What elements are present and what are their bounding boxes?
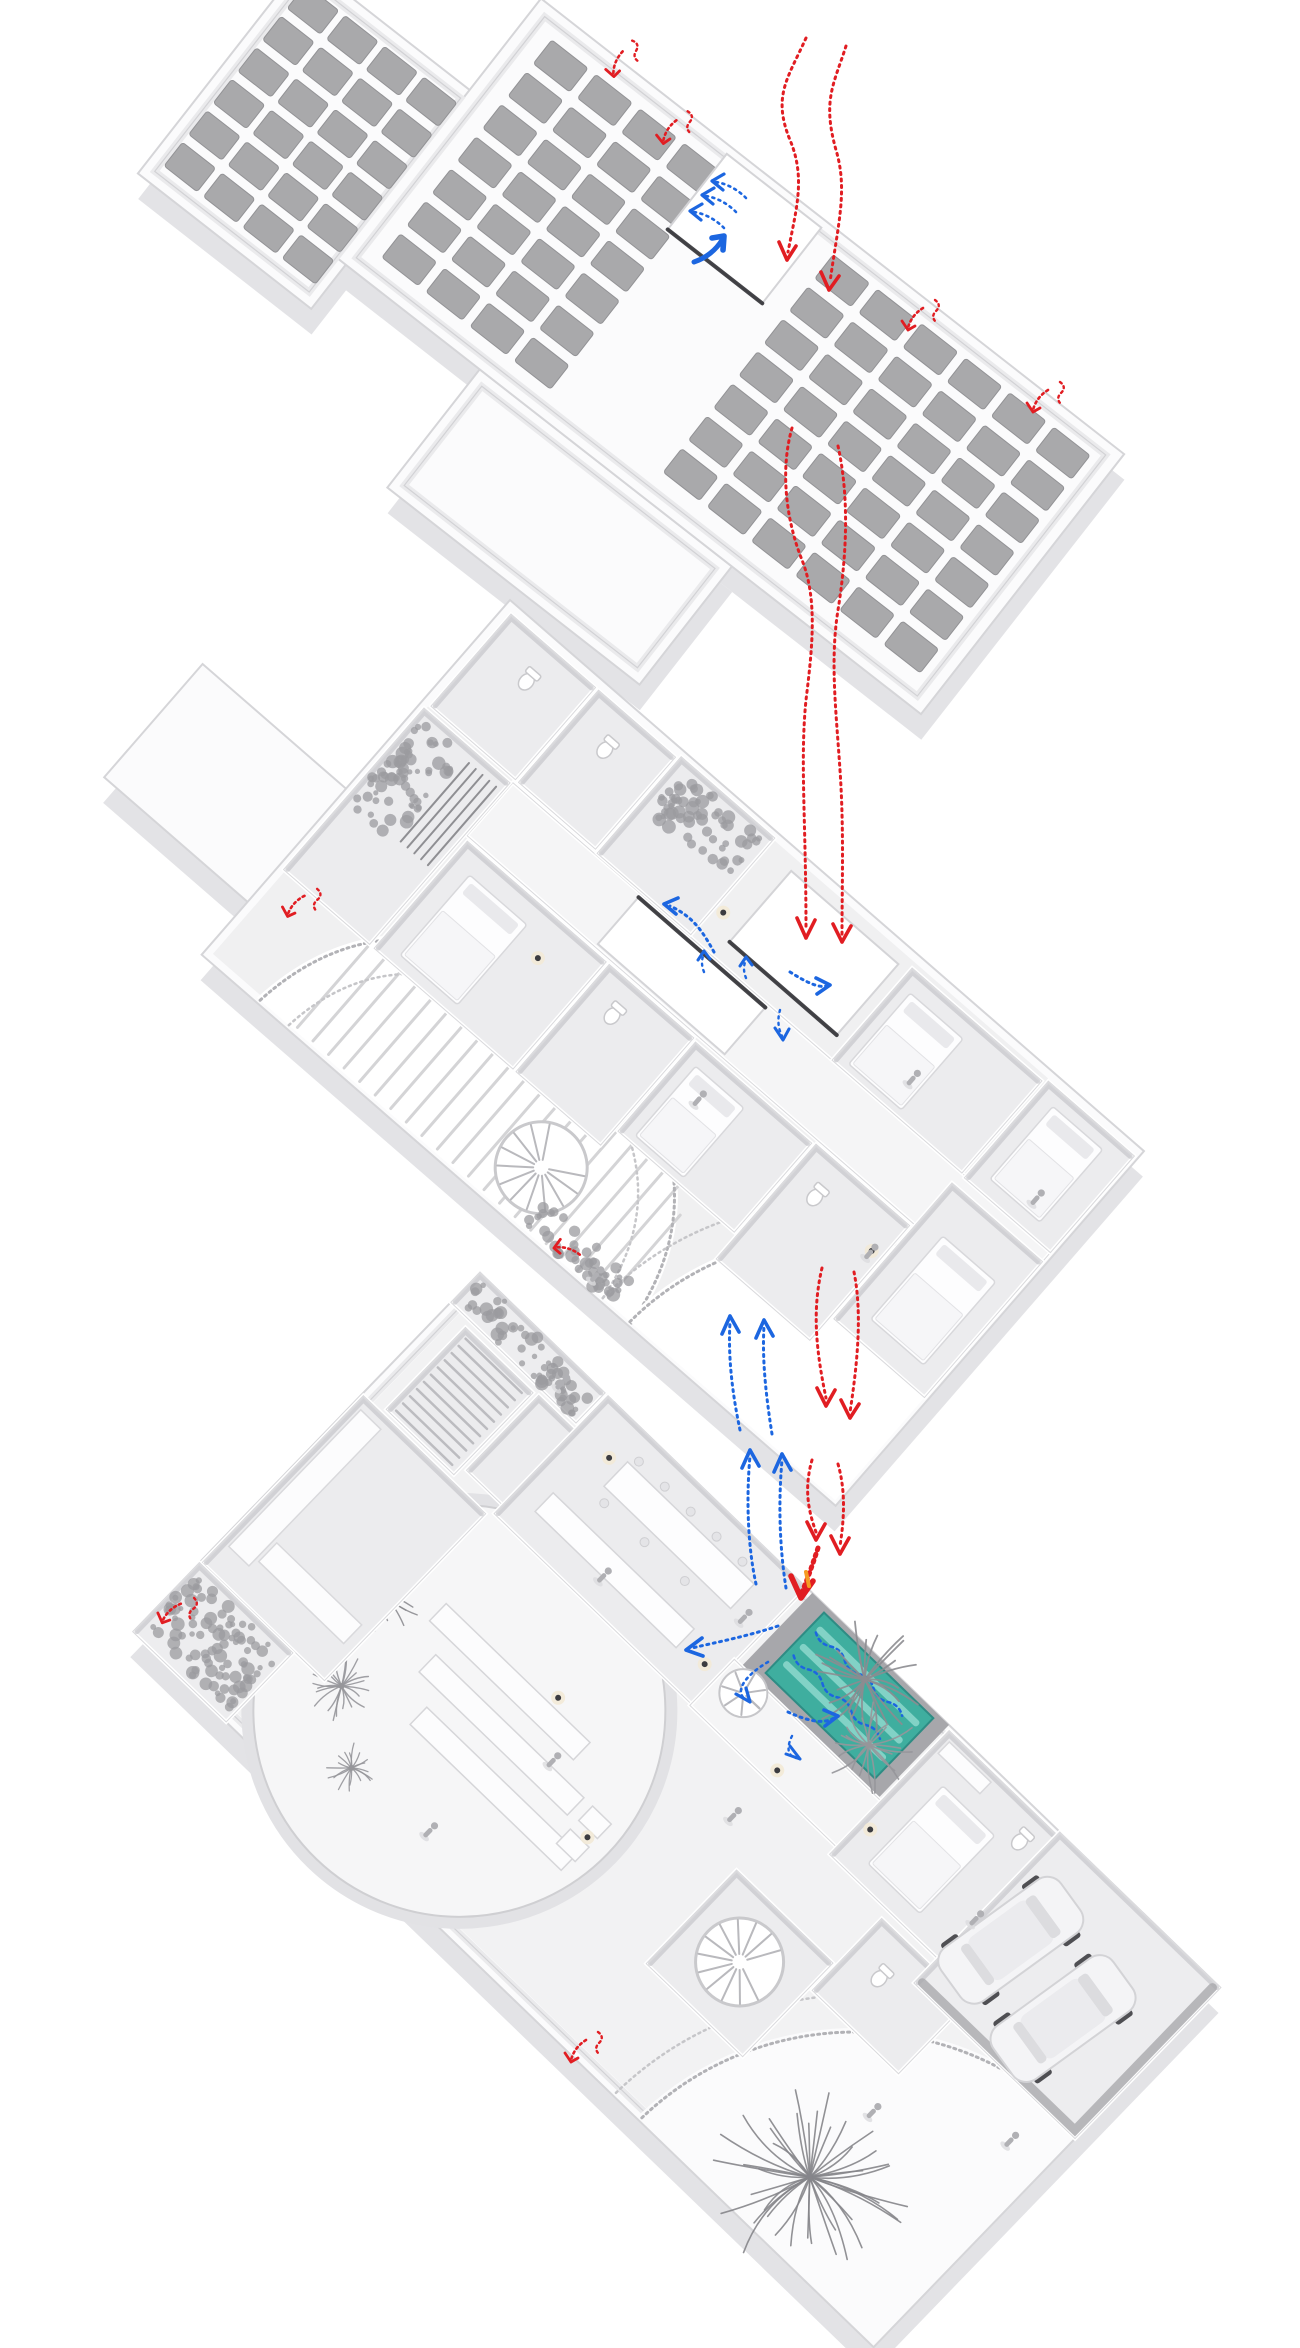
tree (312, 1650, 370, 1722)
kitchen-island (257, 1541, 363, 1645)
person-figure (688, 1090, 707, 1110)
palm-tree (831, 1701, 913, 1795)
car (989, 1953, 1137, 2084)
upper-floor-level (102, 598, 1146, 1532)
person-figure (551, 1374, 571, 1394)
cool-airflow-arrows (662, 172, 840, 1761)
vanity-counter (937, 1740, 993, 1795)
bed (871, 1236, 996, 1365)
heat-loss-arrow (156, 1596, 199, 1625)
heat-loss-arrow (281, 887, 322, 918)
heat-loss-arrow (900, 298, 940, 332)
heat-loss-arrow (604, 39, 642, 78)
toilet (596, 734, 620, 759)
person-figure (862, 2103, 882, 2123)
bare-tree (712, 2089, 909, 2261)
person-figure (542, 1752, 562, 1772)
chair (679, 1576, 690, 1587)
person-figure (593, 1567, 612, 1587)
bench (409, 1706, 579, 1872)
bench (418, 1653, 586, 1817)
chair (639, 1537, 650, 1548)
toilet (517, 666, 542, 691)
toilet (806, 1181, 830, 1207)
side-table (555, 1828, 591, 1863)
heat-loss-arrow (1025, 380, 1065, 414)
bed (849, 993, 963, 1110)
dining-counter (534, 1491, 696, 1649)
courtyard-terrace (638, 2028, 1082, 2342)
chair (659, 1481, 670, 1492)
bed (635, 1066, 744, 1178)
spiral-stair-ground (694, 1916, 786, 2008)
warm-airflow-arrows (777, 36, 861, 1601)
palm-tree (815, 1620, 919, 1733)
bench (428, 1602, 592, 1761)
roof-level (136, 0, 1126, 740)
person-figure (1026, 1189, 1045, 1209)
solar-array-left (164, 0, 457, 284)
toilet (870, 1963, 895, 1988)
bed (400, 875, 527, 1005)
dining-table (602, 1460, 756, 1610)
heat-loss-arrow (655, 110, 694, 145)
person-figure (965, 1910, 985, 1930)
side-table (577, 1805, 613, 1840)
person-figure (733, 1608, 753, 1628)
person-figure (586, 1266, 605, 1286)
toilet (603, 1000, 628, 1025)
chair (711, 1531, 722, 1542)
solar-array-right (664, 255, 1090, 673)
solar-array-center (382, 40, 720, 389)
person-figure (860, 1243, 879, 1264)
chair (737, 1556, 748, 1567)
kitchen-counter (227, 1408, 382, 1568)
bed (990, 1106, 1103, 1222)
heat-loss-arrows (156, 39, 1065, 2064)
chair (633, 1456, 644, 1467)
chair (685, 1506, 696, 1517)
ground-floor-level (129, 1269, 1224, 2348)
person-figure (1000, 2131, 1020, 2151)
person-figure (723, 1807, 742, 1827)
tree (326, 1742, 373, 1792)
heat-loss-arrow (563, 2030, 603, 2064)
chair (599, 1498, 610, 1509)
toilet (1010, 1826, 1036, 1851)
bed (868, 1786, 995, 1914)
person-figure (902, 1069, 921, 1090)
heat-loss-arrow (552, 1237, 582, 1256)
person-figure (419, 1822, 439, 1842)
car (937, 1875, 1085, 2006)
